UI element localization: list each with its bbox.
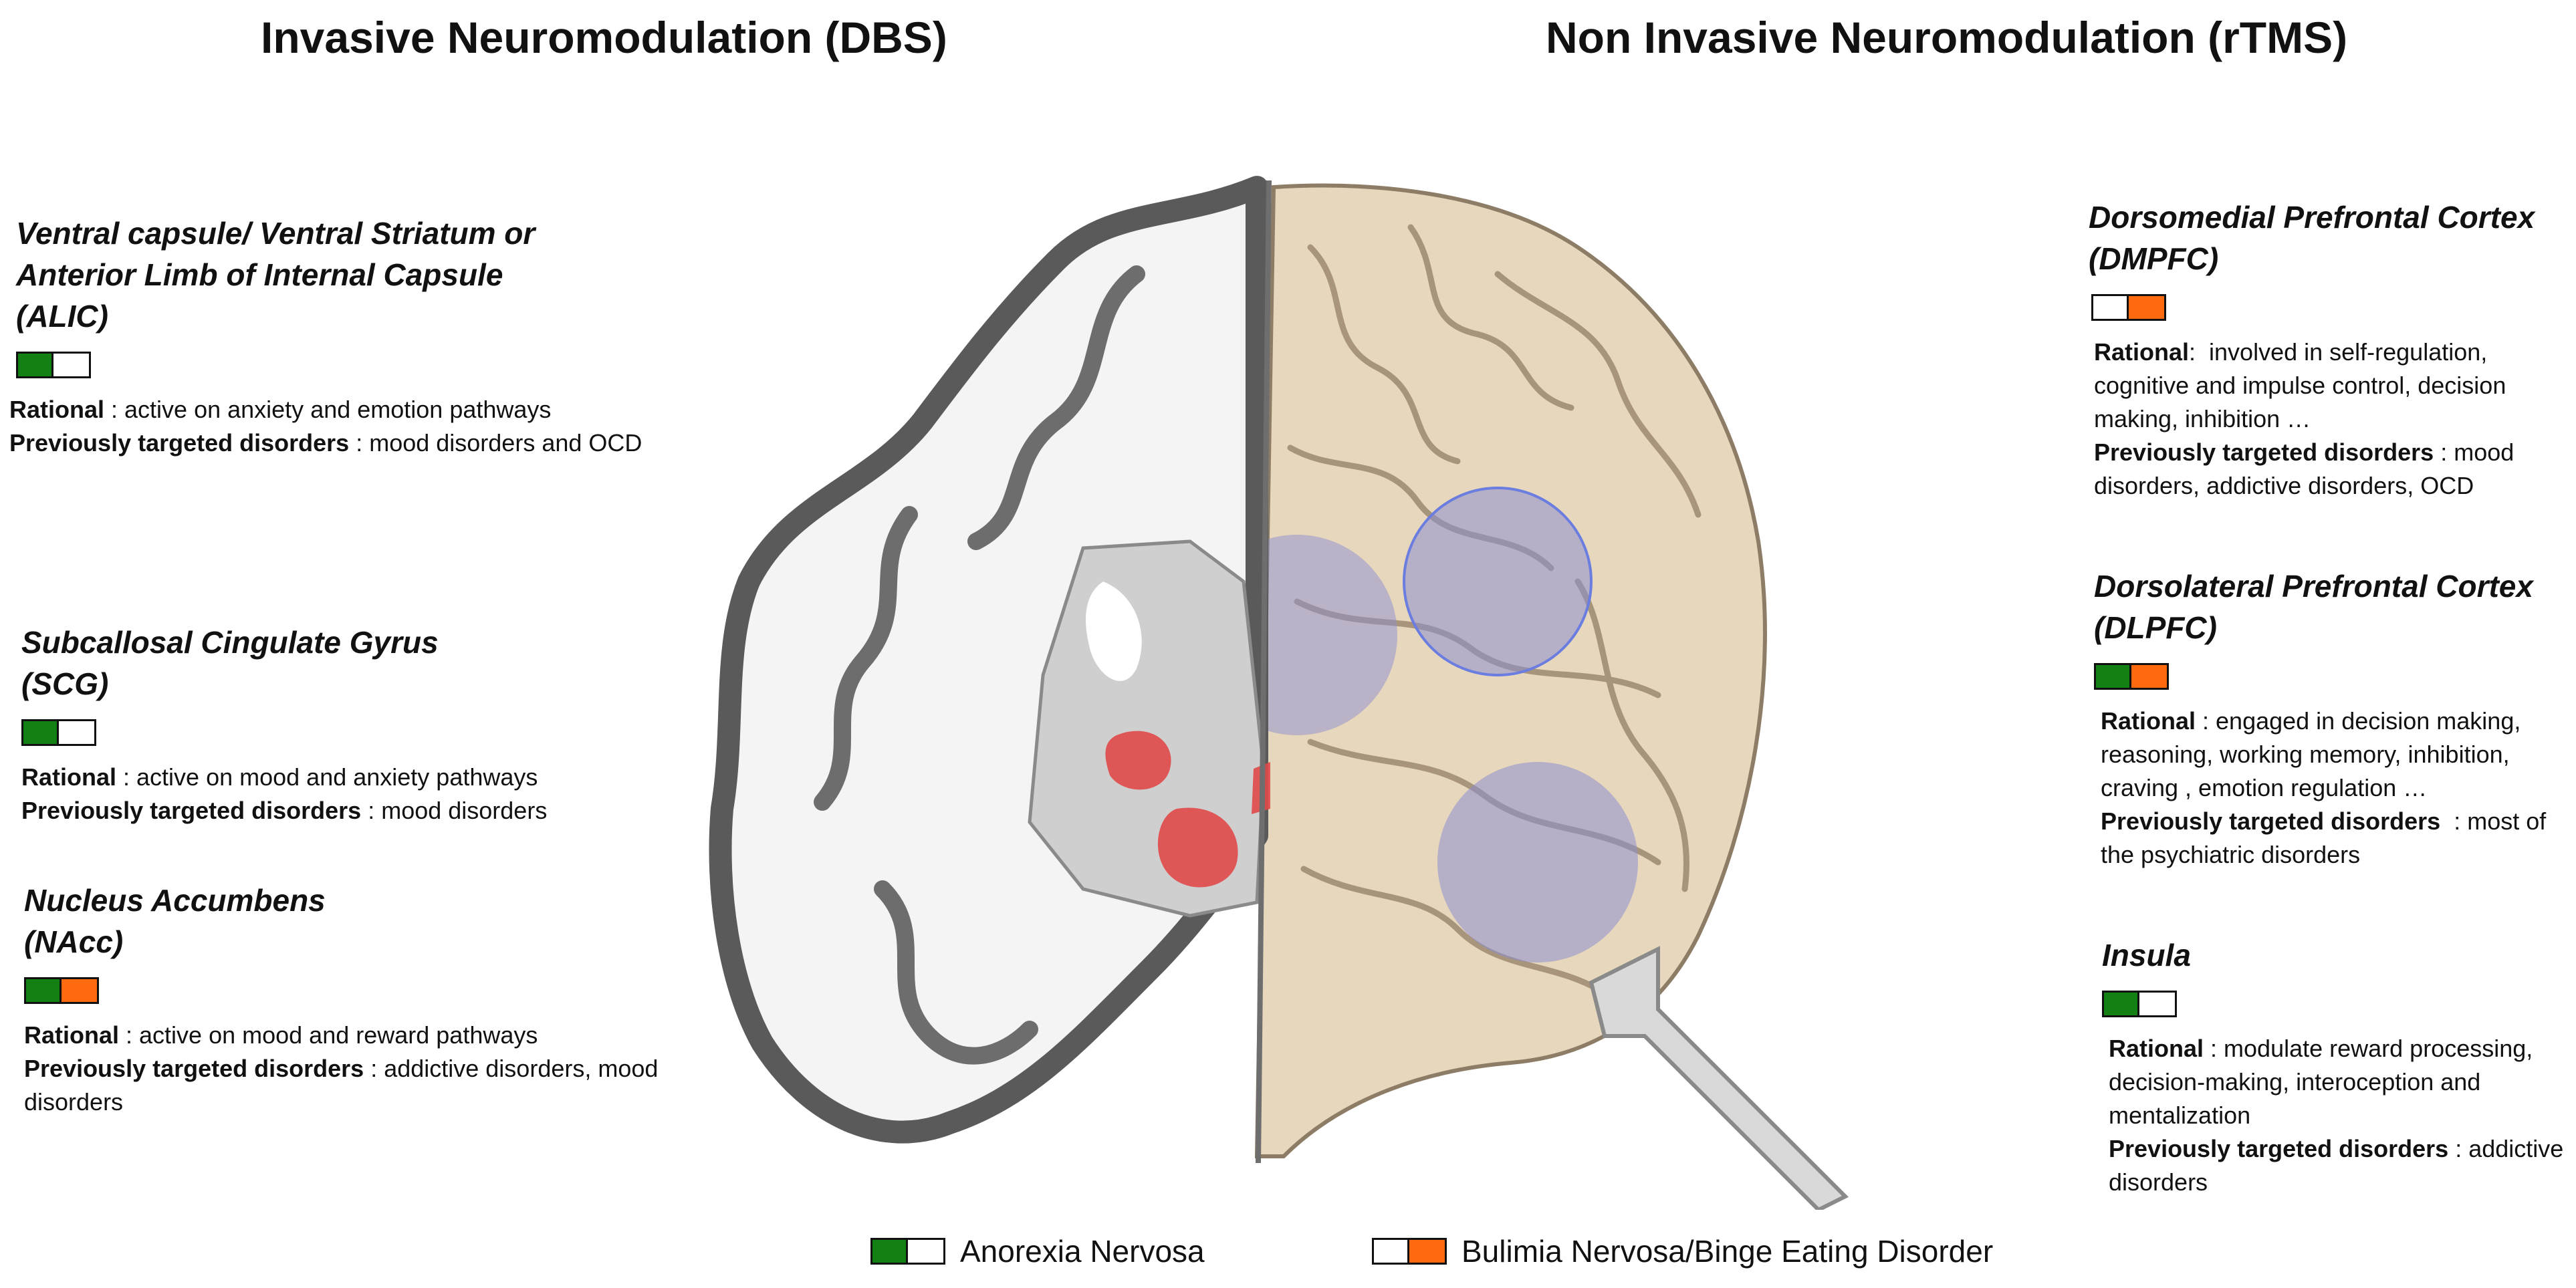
swatch-empty — [2091, 294, 2129, 321]
midline — [1256, 180, 1272, 1164]
swatch-bulimia — [2129, 294, 2166, 321]
swatch-bulimia — [2131, 663, 2169, 690]
previous-text: mood disorders and OCD — [369, 429, 642, 457]
swatch-anorexia — [2094, 663, 2131, 690]
target-title: Nucleus Accumbens (NAcc) — [24, 883, 326, 959]
target-swatch — [2091, 294, 2570, 321]
target-title: Dorsomedial Prefrontal Cortex (DMPFC) — [2089, 200, 2535, 276]
previous-text: addictive disorders — [2109, 1135, 2564, 1196]
rational-text: involved in self-regulation, cognitive a… — [2094, 338, 2506, 432]
rational-text: engaged in decision making, reasoning, w… — [2101, 707, 2521, 801]
swatch-anorexia — [16, 352, 53, 378]
legend-anorexia: Anorexia Nervosa — [870, 1233, 1205, 1269]
previous-text: mood disorders — [381, 797, 548, 824]
dbs-region-alic — [1105, 731, 1171, 790]
swatch-empty — [59, 719, 96, 746]
rtms-target-dlpfc: Dorsolateral Prefrontal Cortex (DLPFC) R… — [2094, 565, 2570, 872]
ventricle — [1086, 582, 1142, 681]
rtms-target-dmpfc: Dorsomedial Prefrontal Cortex (DMPFC) Ra… — [2089, 197, 2570, 503]
rtms-target-insula: Insula Rational : modulate reward proces… — [2102, 934, 2570, 1199]
rational-text: active on mood and reward pathways — [139, 1021, 538, 1049]
swatch-anorexia — [870, 1238, 908, 1265]
target-title: Insula — [2102, 938, 2191, 973]
target-title: Ventral capsule/ Ventral Striatum or Ant… — [16, 216, 536, 334]
target-title: Dorsolateral Prefrontal Cortex (DLPFC) — [2094, 569, 2533, 645]
dbs-target-alic: Ventral capsule/ Ventral Striatum or Ant… — [9, 213, 645, 460]
target-description: Rational: involved in self-regulation, c… — [2094, 338, 2514, 499]
swatch-anorexia — [24, 977, 62, 1004]
swatch-bulimia — [62, 977, 99, 1004]
target-description: Rational : active on mood and anxiety pa… — [21, 763, 548, 824]
stimulation-area-insula — [1437, 762, 1638, 962]
rtms-coil-handle — [1589, 946, 1849, 1210]
swatch-anorexia — [2102, 991, 2139, 1017]
legend-label: Anorexia Nervosa — [960, 1234, 1205, 1269]
legend-label: Bulimia Nervosa/Binge Eating Disorder — [1461, 1234, 1994, 1269]
target-swatch — [2102, 991, 2570, 1017]
rational-text: active on mood and anxiety pathways — [136, 763, 538, 791]
target-swatch — [21, 719, 650, 746]
previous-text: addictive disorders, mood disorders — [24, 1055, 659, 1116]
rational-text: active on anxiety and emotion pathways — [124, 396, 552, 423]
swatch-empty — [2139, 991, 2177, 1017]
target-description: Rational : modulate reward processing, d… — [2109, 1035, 2564, 1196]
legend-swatch — [1372, 1238, 1447, 1265]
legend-bulimia: Bulimia Nervosa/Binge Eating Disorder — [1372, 1233, 1993, 1269]
dbs-target-nacc: Nucleus Accumbens (NAcc) Rational : acti… — [24, 880, 666, 1119]
target-description: Rational : engaged in decision making, r… — [2101, 707, 2547, 868]
rtms-title: Non Invasive Neuromodulation (rTMS) — [1546, 13, 2348, 62]
brain-illustration — [709, 176, 1849, 1210]
dbs-region-nacc — [1157, 807, 1238, 888]
target-swatch — [2094, 663, 2570, 690]
swatch-empty — [53, 352, 91, 378]
dbs-target-scg: Subcallosal Cingulate Gyrus (SCG) Ration… — [21, 622, 650, 827]
swatch-bulimia — [1409, 1238, 1447, 1265]
swatch-empty — [908, 1238, 945, 1265]
target-swatch — [16, 352, 645, 378]
target-description: Rational : active on mood and reward pat… — [24, 1021, 659, 1116]
swatch-empty — [1372, 1238, 1409, 1265]
swatch-anorexia — [21, 719, 59, 746]
rational-text: modulate reward processing, decision-mak… — [2109, 1035, 2533, 1129]
stimulation-area-dmpfc — [1403, 487, 1593, 676]
target-title: Subcallosal Cingulate Gyrus (SCG) — [21, 625, 439, 701]
dbs-title: Invasive Neuromodulation (DBS) — [261, 13, 947, 62]
previous-text: mood disorders, addictive disorders, OCD — [2094, 438, 2514, 499]
target-swatch — [24, 977, 666, 1004]
target-description: Rational : active on anxiety and emotion… — [9, 396, 642, 457]
legend-swatch — [870, 1238, 945, 1265]
previous-text: most of the psychiatric disorders — [2101, 807, 2547, 868]
